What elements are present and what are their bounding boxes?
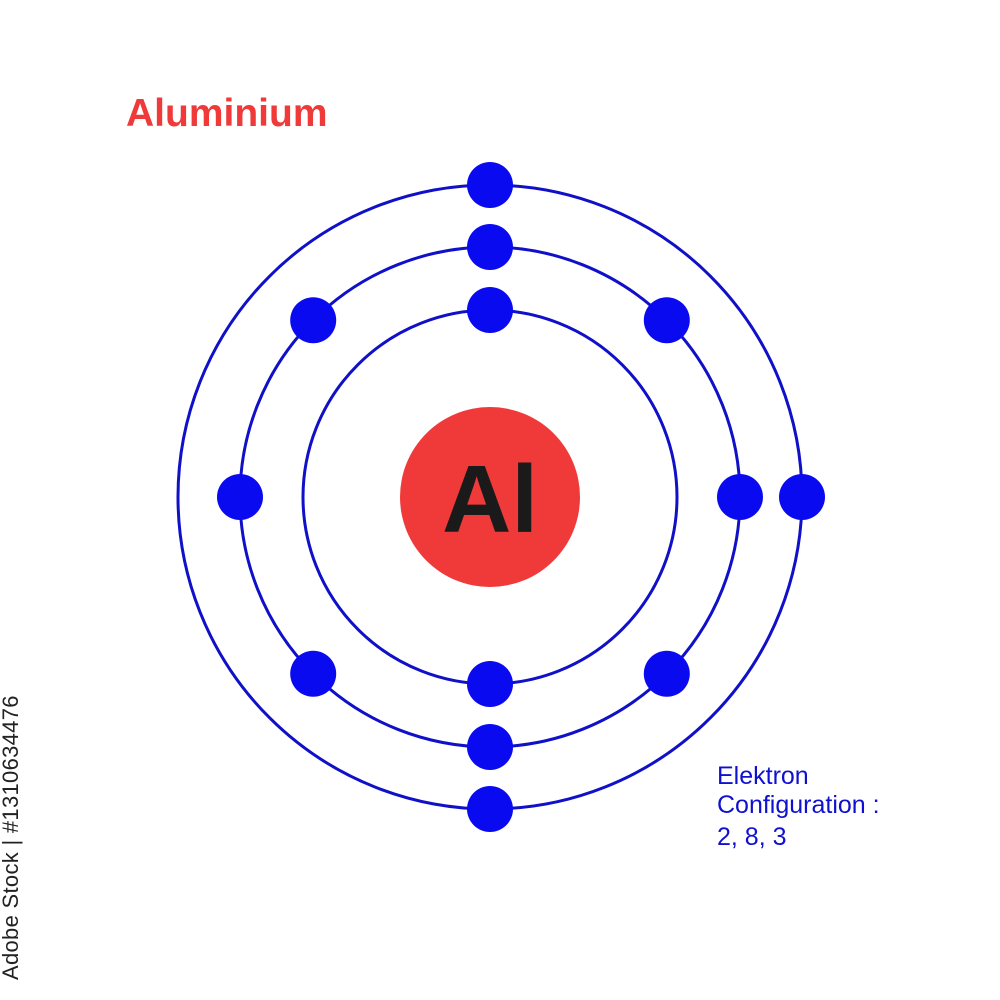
config-value: 2, 8, 3	[717, 823, 787, 851]
electron-shell-3-2	[779, 474, 825, 520]
electron-shell-1-2	[467, 661, 513, 707]
electron-shell-3-3	[467, 786, 513, 832]
electron-shell-3-1	[467, 162, 513, 208]
electron-shell-2-1	[467, 224, 513, 270]
config-label-line1: Elektron	[717, 762, 809, 790]
electron-shell-2-4	[643, 650, 690, 697]
electron-shell-2-2	[643, 297, 690, 344]
electron-shell-2-8	[290, 297, 337, 344]
config-label-line2: Configuration :	[717, 791, 880, 819]
stock-watermark: Adobe Stock | #131063447​6	[0, 695, 23, 980]
electron-configuration: Elektron Configuration : 2, 8, 3	[717, 762, 880, 852]
element-name-title: Aluminium	[126, 92, 328, 135]
nucleus-symbol: Al	[442, 446, 538, 553]
electron-shell-1-1	[467, 287, 513, 333]
nucleus	[400, 407, 580, 587]
electron-shell-2-7	[217, 474, 263, 520]
electron-shell-2-5	[467, 724, 513, 770]
electron-shell-2-6	[290, 650, 337, 697]
electron-shell-2-3	[717, 474, 763, 520]
